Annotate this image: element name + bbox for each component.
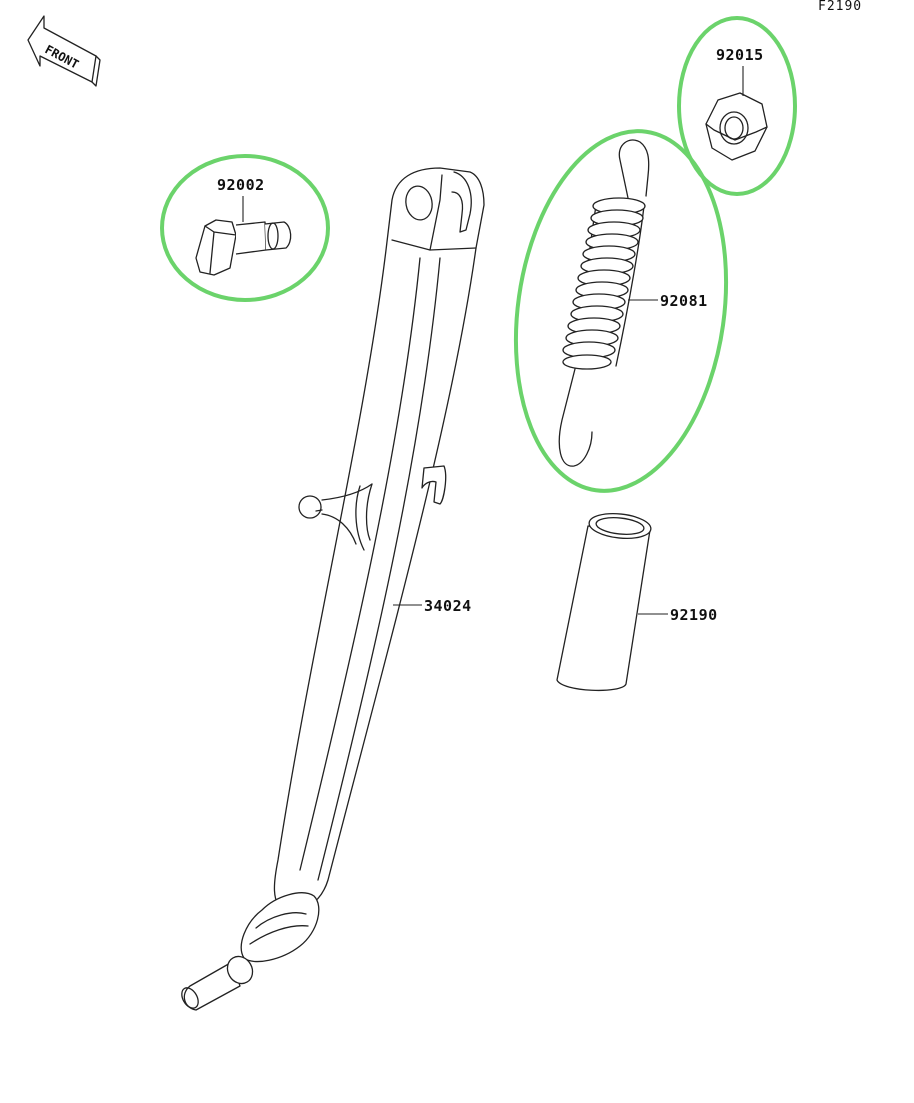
front-arrow-icon: FRONT	[27, 15, 101, 87]
highlight-92015	[677, 16, 797, 196]
collar-92190-drawing	[556, 512, 652, 692]
part-label-92015: 92015	[716, 46, 764, 64]
spring-coils	[562, 197, 646, 370]
part-label-92081: 92081	[660, 292, 708, 310]
side-stand-34024-drawing	[181, 167, 485, 1011]
highlight-92081	[513, 129, 729, 493]
spring-92081-drawing	[558, 139, 650, 467]
bolt-92002-drawing	[195, 219, 292, 276]
figure-code: F2190	[818, 0, 862, 14]
part-label-92190: 92190	[670, 606, 718, 624]
highlight-92002	[160, 154, 330, 302]
part-label-34024: 34024	[424, 597, 472, 615]
nut-92015-drawing	[705, 92, 768, 161]
part-label-92002: 92002	[217, 176, 265, 194]
